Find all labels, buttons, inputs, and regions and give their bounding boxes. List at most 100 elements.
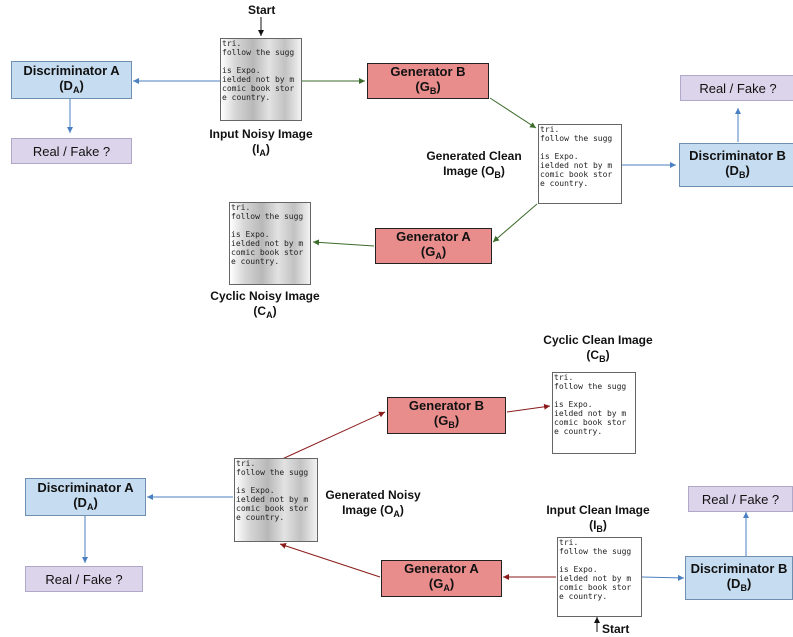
sample-text-line (230, 221, 310, 230)
generated-noisy-image-label: Generated Noisy Image (OA) (318, 488, 428, 522)
sample-text-line: ielded not by m (540, 161, 613, 170)
sample-text-line: comic book stor (559, 583, 632, 592)
sample-text-line: follow the sugg (540, 134, 613, 143)
generated-clean-image-line2: Image (O (443, 164, 495, 178)
arrow-input-clean-to-discriminator-b (641, 574, 685, 581)
generator-b-top[interactable]: Generator B (GB) (367, 63, 489, 99)
sample-text-line (221, 57, 301, 66)
generator-a-bottom-name: Generator A (404, 561, 479, 576)
generated-noisy-image-line2: Image (O (342, 503, 394, 517)
discriminator-a-bottom[interactable]: Discriminator A (DA) (25, 478, 146, 516)
start-label-bottom: Start (602, 622, 630, 636)
cyclic-clean-image: tri.follow the sugg is Expo.ielded not b… (552, 372, 636, 454)
real-fake-discriminator-b-bottom: Real / Fake ? (688, 486, 793, 512)
generator-a-top-name: Generator A (396, 228, 471, 244)
generator-b-bottom-symbol: G (438, 413, 449, 428)
generated-clean-image-label: Generated Clean Image (OB) (414, 149, 534, 183)
sample-text-line: comic book stor (236, 504, 309, 513)
input-noisy-image-symbol: I (256, 142, 260, 156)
generated-noisy-image: tri.follow the sugg is Expo.ielded not b… (234, 458, 318, 542)
sample-text-line: is Expo. (540, 152, 579, 161)
input-noisy-image-title: Input Noisy Image (209, 127, 313, 141)
sample-text-line: e country. (540, 179, 589, 188)
sample-text-line (553, 391, 635, 400)
arrow-generator-a-to-cyclic-noisy (312, 239, 375, 247)
cyclic-noisy-image: tri.follow the sugg is Expo.ielded not b… (229, 202, 311, 285)
discriminator-a-bottom-subscript: A (86, 501, 94, 512)
discriminator-b-bottom[interactable]: Discriminator B (DB) (685, 556, 793, 600)
generator-a-top-subscript: A (435, 250, 442, 261)
sample-text-line: e country. (236, 513, 285, 522)
discriminator-b-top-symbol: D (729, 162, 739, 178)
sample-text-line: follow the sugg (231, 212, 304, 221)
generator-b-top-symbol: G (419, 78, 430, 94)
discriminator-b-top-name: Discriminator B (689, 147, 786, 163)
discriminator-a-bottom-name: Discriminator A (37, 479, 134, 495)
input-clean-image: tri.follow the sugg is Expo.ielded not b… (557, 537, 642, 617)
sample-text-line: is Expo. (231, 230, 270, 239)
sample-text-line: e country. (559, 592, 608, 601)
generator-a-bottom-symbol: G (433, 576, 444, 591)
discriminator-a-top-name: Discriminator A (23, 62, 120, 78)
input-clean-image-label: Input Clean Image (IB) (528, 503, 668, 537)
sample-text-line: e country. (231, 257, 280, 266)
cyclic-noisy-image-title: Cyclic Noisy Image (210, 289, 320, 303)
arrow-generator-b-to-cyclic-clean (506, 403, 551, 413)
generator-b-bottom-subscript: B (448, 420, 455, 430)
arrow-generator-b-to-generated-clean (489, 97, 537, 129)
generated-clean-image: tri.follow the sugg is Expo.ielded not b… (538, 124, 622, 204)
input-noisy-image: tri.follow the sugg is Expo.ielded not b… (220, 38, 302, 121)
discriminator-b-bottom-subscript: B (740, 582, 747, 593)
cyclic-clean-image-label: Cyclic Clean Image (CB) (528, 333, 668, 367)
arrow-generator-a-to-generated-noisy (279, 543, 381, 578)
real-fake-discriminator-a-top: Real / Fake ? (11, 138, 132, 164)
sample-text-line: comic book stor (554, 418, 627, 427)
sample-text-line (558, 556, 641, 565)
arrow-generated-noisy-to-generator-b (279, 411, 386, 461)
arrow-generated-clean-to-generator-a (492, 203, 538, 243)
cyclic-clean-image-symbol: C (590, 348, 600, 362)
discriminator-b-top[interactable]: Discriminator B (DB) (679, 143, 793, 187)
sample-text-line: e country. (554, 427, 603, 436)
sample-text-line: tri. (554, 373, 574, 382)
sample-text-line: comic book stor (231, 248, 304, 257)
generator-a-top[interactable]: Generator A (GA) (375, 228, 492, 264)
generator-b-top-name: Generator B (390, 63, 466, 79)
discriminator-a-bottom-symbol: D (77, 494, 87, 510)
discriminator-a-top[interactable]: Discriminator A (DA) (11, 61, 132, 99)
input-noisy-image-subscript: A (259, 148, 266, 158)
start-label-top: Start (248, 3, 276, 17)
sample-text-line: ielded not by m (236, 495, 309, 504)
sample-text-line (539, 143, 621, 152)
discriminator-a-top-symbol: D (63, 77, 73, 93)
input-clean-image-title: Input Clean Image (546, 503, 650, 517)
generator-a-top-symbol: G (425, 243, 436, 259)
sample-text-line: is Expo. (554, 400, 593, 409)
sample-text-line: comic book stor (540, 170, 613, 179)
sample-text-line: tri. (222, 39, 242, 48)
generator-b-bottom-name: Generator B (408, 398, 485, 413)
sample-text-line (235, 477, 317, 486)
sample-text-line: follow the sugg (554, 382, 627, 391)
discriminator-a-top-subscript: A (72, 84, 80, 95)
generated-noisy-image-line1: Generated Noisy (325, 488, 421, 502)
cyclic-noisy-image-subscript: A (266, 310, 273, 320)
input-clean-image-subscript: B (596, 524, 603, 534)
sample-text-line: follow the sugg (236, 468, 309, 477)
sample-text-line: comic book stor (222, 84, 295, 93)
sample-text-line: follow the sugg (559, 547, 632, 556)
sample-text-line: follow the sugg (222, 48, 295, 57)
generator-b-top-subscript: B (429, 85, 437, 96)
real-fake-discriminator-b-top: Real / Fake ? (680, 75, 793, 101)
sample-text-line: tri. (540, 125, 560, 134)
sample-text-line: is Expo. (222, 66, 261, 75)
cyclic-clean-image-title: Cyclic Clean Image (543, 333, 653, 347)
sample-text-line: is Expo. (236, 486, 275, 495)
generator-a-bottom[interactable]: Generator A (GA) (381, 560, 502, 597)
cyclic-clean-image-subscript: B (599, 354, 606, 364)
generated-clean-image-line1: Generated Clean (426, 149, 522, 163)
generator-b-bottom[interactable]: Generator B (GB) (387, 397, 506, 434)
input-noisy-image-label: Input Noisy Image (IA) (190, 127, 332, 161)
sample-text-line: tri. (231, 203, 251, 212)
